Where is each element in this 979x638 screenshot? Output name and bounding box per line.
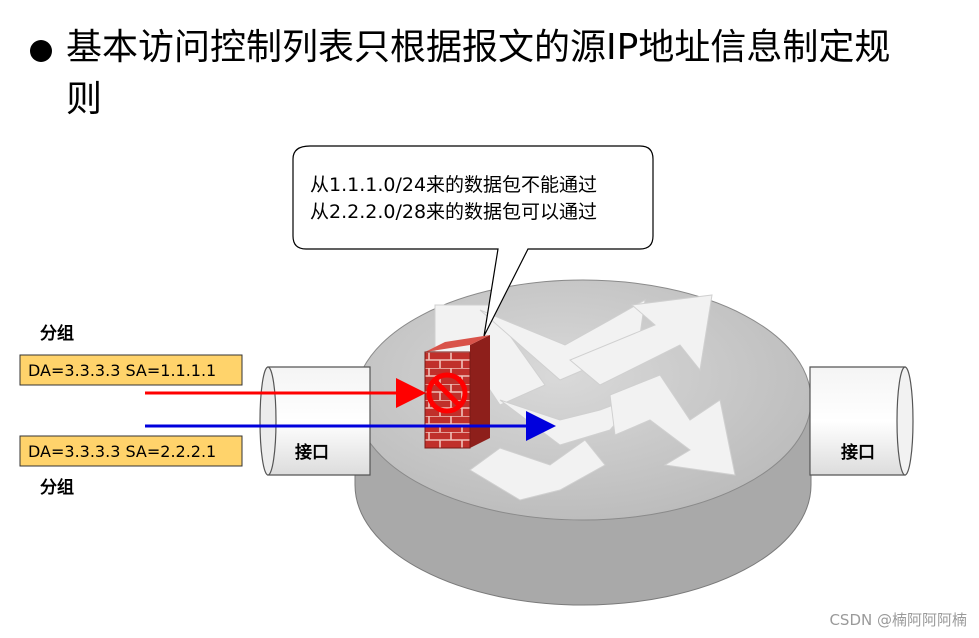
callout-line-deny: 从1.1.1.0/24来的数据包不能通过	[310, 174, 597, 196]
callout: 从1.1.1.0/24来的数据包不能通过 从2.2.2.0/28来的数据包可以通…	[292, 145, 654, 337]
callout-line-permit: 从2.2.2.0/28来的数据包可以通过	[310, 201, 597, 223]
bullet-icon	[30, 40, 52, 62]
router-arrows-icon	[434, 294, 736, 501]
packet-label-top: 分组	[40, 323, 74, 344]
prohibited-icon	[426, 372, 468, 414]
interface-right-label: 接口	[841, 442, 875, 463]
interface-left-label: 接口	[295, 442, 329, 463]
interface-right: 接口	[809, 366, 914, 476]
interface-left: 接口	[259, 366, 371, 476]
packet-box-top	[19, 354, 243, 386]
packet-box-top-text: DA=3.3.3.3 SA=1.1.1.1	[28, 361, 216, 380]
packet-box-bottom	[19, 435, 243, 467]
packet-box-bottom-text: DA=3.3.3.3 SA=2.2.2.1	[28, 442, 216, 461]
title-row: 基本访问控制列表只根据报文的源IP地址信息制定规则	[30, 22, 930, 126]
watermark: CSDN @楠阿阿阿楠	[829, 611, 967, 629]
page-title: 基本访问控制列表只根据报文的源IP地址信息制定规则	[66, 27, 891, 120]
firewall-icon	[424, 335, 490, 449]
packet-label-bottom: 分组	[40, 477, 74, 498]
router	[354, 279, 812, 606]
